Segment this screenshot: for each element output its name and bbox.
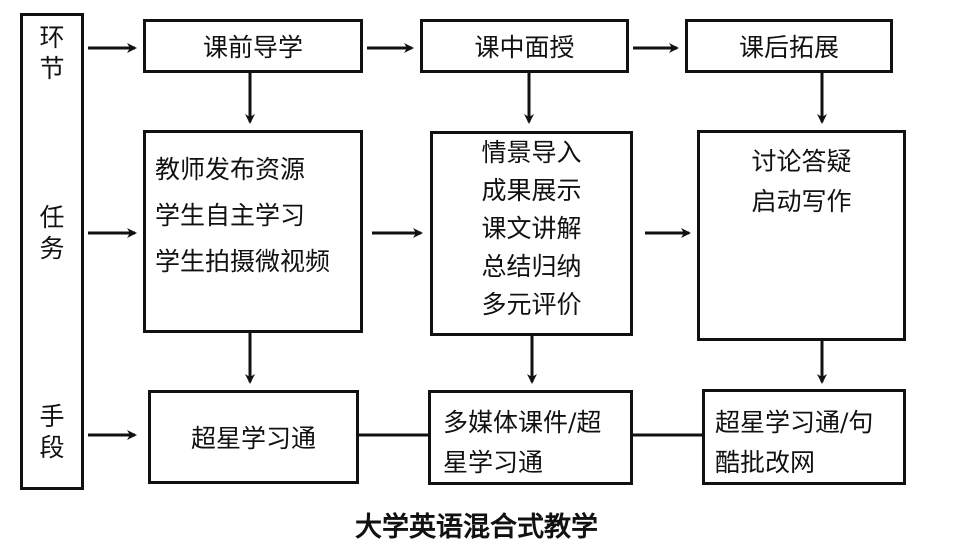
task-list: 教师发布资源 学生自主学习 学生拍摄微视频 [155, 157, 330, 295]
means-label: 超星学习通 [190, 424, 316, 453]
stage-label: 课后拓展 [738, 33, 839, 62]
task-item: 课文讲解 [481, 214, 582, 243]
task-box-in-class: 情景导入 成果展示 课文讲解 总结归纳 多元评价 [430, 131, 633, 336]
stage-box-in-class: 课中面授 [420, 19, 629, 73]
means-text: 多媒体课件/超 星学习通 [443, 403, 601, 483]
diagram-caption: 大学英语混合式教学 [355, 512, 598, 543]
side-char: 务 [39, 234, 65, 263]
task-item: 情景导入 [481, 138, 582, 167]
task-list: 情景导入 成果展示 课文讲解 总结归纳 多元评价 [433, 140, 630, 330]
stage-box-pre-class: 课前导学 [143, 19, 363, 73]
side-char: 环 [39, 23, 65, 52]
task-list: 讨论答疑 启动写作 [700, 149, 903, 229]
stage-label: 课前导学 [202, 33, 303, 62]
side-char: 段 [39, 433, 65, 462]
stage-label: 课中面授 [474, 33, 575, 62]
means-line: 酷批改网 [715, 448, 816, 477]
means-line: 多媒体课件/超 [443, 408, 602, 437]
task-item: 启动写作 [751, 187, 852, 216]
side-char: 节 [39, 54, 65, 83]
task-box-after-class: 讨论答疑 启动写作 [697, 130, 906, 341]
side-char: 任 [39, 203, 65, 232]
side-char: 手 [39, 402, 65, 431]
task-item: 学生自主学习 [155, 201, 306, 230]
stage-box-after-class: 课后拓展 [685, 19, 893, 73]
task-item: 教师发布资源 [155, 155, 306, 184]
side-label-means: 手 段 [23, 401, 81, 463]
means-line: 星学习通 [443, 448, 544, 477]
task-box-pre-class: 教师发布资源 学生自主学习 学生拍摄微视频 [143, 130, 363, 333]
task-item: 成果展示 [481, 176, 582, 205]
side-label-column: 环 节 任 务 手 段 [20, 13, 84, 490]
task-item: 学生拍摄微视频 [155, 247, 331, 276]
side-label-task: 任 务 [23, 202, 81, 264]
means-box-in-class: 多媒体课件/超 星学习通 [428, 390, 633, 485]
task-item: 讨论答疑 [751, 147, 852, 176]
means-box-after-class: 超星学习通/句 酷批改网 [702, 389, 906, 485]
task-item: 总结归纳 [481, 252, 582, 281]
task-item: 多元评价 [481, 290, 582, 319]
side-label-stage: 环 节 [23, 22, 81, 84]
means-text: 超星学习通/句 酷批改网 [715, 403, 873, 483]
means-box-pre-class: 超星学习通 [148, 390, 359, 484]
means-line: 超星学习通/句 [715, 408, 874, 437]
